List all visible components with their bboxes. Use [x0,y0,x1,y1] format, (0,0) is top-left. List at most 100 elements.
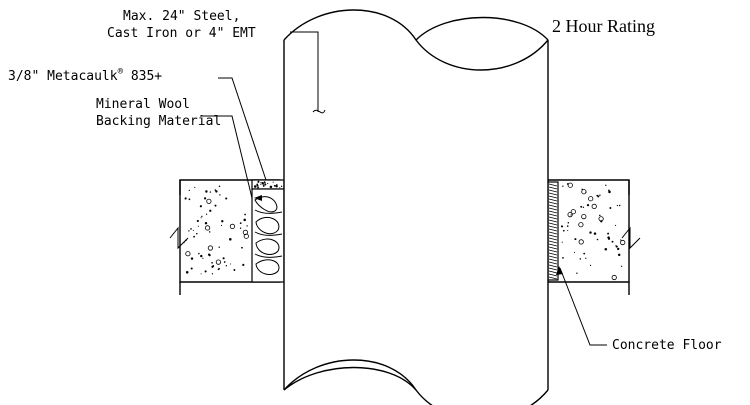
aggregate-dot [562,229,565,232]
aggregate-dot [578,222,584,228]
aggregate-dot [207,253,211,256]
aggregate-dot [211,273,214,275]
pipe-leader [290,31,319,112]
rating-label: 2 Hour Rating [552,16,655,36]
aggregate-dot [188,198,191,201]
aggregate-dot [581,214,587,220]
aggregate-dot [185,271,189,274]
aggregate-dot [199,205,202,208]
metacaulk-label: 3/8" Metacaulk® 835+ [8,67,162,84]
sealant-hatch-line [548,252,558,256]
sealant-hatch-line [548,228,558,232]
aggregate-dot [205,225,211,231]
aggregate-dot [185,251,191,257]
aggregate-dot [204,270,207,273]
aggregate-dot [233,269,236,271]
aggregate-dot [214,189,217,191]
aggregate-dot [205,190,208,193]
sealant-hatch-line [548,207,558,211]
aggregate-dot [202,257,204,259]
aggregate-dot [596,238,599,241]
aggregate-dot [269,185,273,189]
aggregate-dot [620,239,622,241]
aggregate-dot [225,265,227,267]
aggregate-dot [256,184,259,187]
aggregate-dot [218,246,220,248]
aggregate-dot [221,220,224,223]
sealant-hatch-line [548,255,558,259]
aggregate-dot [583,252,586,255]
aggregate-dot [272,181,274,183]
aggregate-dot [267,182,269,184]
pipe-label-line1: Max. 24" Steel, [123,9,240,24]
aggregate-dot [239,222,242,225]
aggregate-dot [620,265,623,267]
aggregate-dot [229,238,232,241]
aggregate-dot [257,186,260,189]
aggregate-dot [560,225,564,228]
aggregate-dot [567,222,570,224]
aggregate-dot [244,213,246,216]
aggregate-dot [567,182,573,188]
aggregate-dot [209,191,212,193]
sealant-hatch-line [548,192,558,196]
aggregate-dot [200,217,202,219]
sealant-hatch-line [548,243,558,247]
aggregate-dot [253,185,257,188]
metacaulk-leader [218,77,267,181]
concrete-floor-leader [559,267,607,346]
aggregate-dot [188,189,190,192]
aggregate-dot [246,225,248,227]
sealant-hatch-line [548,267,558,271]
sealant-hatch-line [548,183,558,187]
sealant-hatch-line [548,246,558,250]
aggregate-dot [589,231,592,234]
aggregate-dot [206,198,212,204]
concrete-slab-right [547,179,641,295]
aggregate-dot [196,232,198,235]
aggregate-dot [214,204,217,207]
aggregate-dot [230,263,232,265]
aggregate-dot [190,267,193,270]
aggregate-dot [279,187,281,189]
aggregate-dot [570,214,572,216]
aggregate-dot [243,218,246,222]
aggregate-dot [593,232,597,235]
concrete-aggregate-right [560,182,626,281]
aggregate-dot [611,274,617,281]
aggregate-dot [229,223,235,229]
mineral-wool-label-line1: Mineral Wool [96,97,190,112]
aggregate-dot [184,197,187,200]
aggregate-dot [589,264,592,266]
aggregate-dot [207,245,213,251]
sealant-hatch-line [548,261,558,265]
metacaulk-label-reg: ® [118,67,124,77]
aggregate-dot [205,213,208,215]
sealant-hatch-line [548,204,558,208]
aggregate-dot [200,254,203,258]
sealant-hatch-line [548,225,558,229]
aggregate-dot [561,241,563,243]
aggregate-dot [604,247,608,251]
sealant-hatch-line [548,186,558,190]
aggregate-dot [578,239,584,245]
sealant-hatch-line [548,198,558,202]
aggregate-dot [243,233,249,239]
concrete-aggregate-left [183,185,249,275]
aggregate-dot [580,205,583,208]
aggregate-dot [609,207,612,209]
sealant-hatch-line [548,258,558,262]
aggregate-dot [608,190,611,194]
aggregate-dot [588,196,594,202]
sealant-hatch-line [548,213,558,217]
aggregate-dot [579,258,582,260]
metacaulk-label-prefix: 3/8" Metacaulk [8,69,118,84]
aggregate-dot [192,229,194,231]
aggregate-dot [618,204,621,207]
sealant-hatch-line [548,237,558,241]
mineral-wool-left [251,188,285,283]
aggregate-dot [219,194,221,196]
aggregate-dot [262,184,264,186]
aggregate-dot [607,237,611,240]
